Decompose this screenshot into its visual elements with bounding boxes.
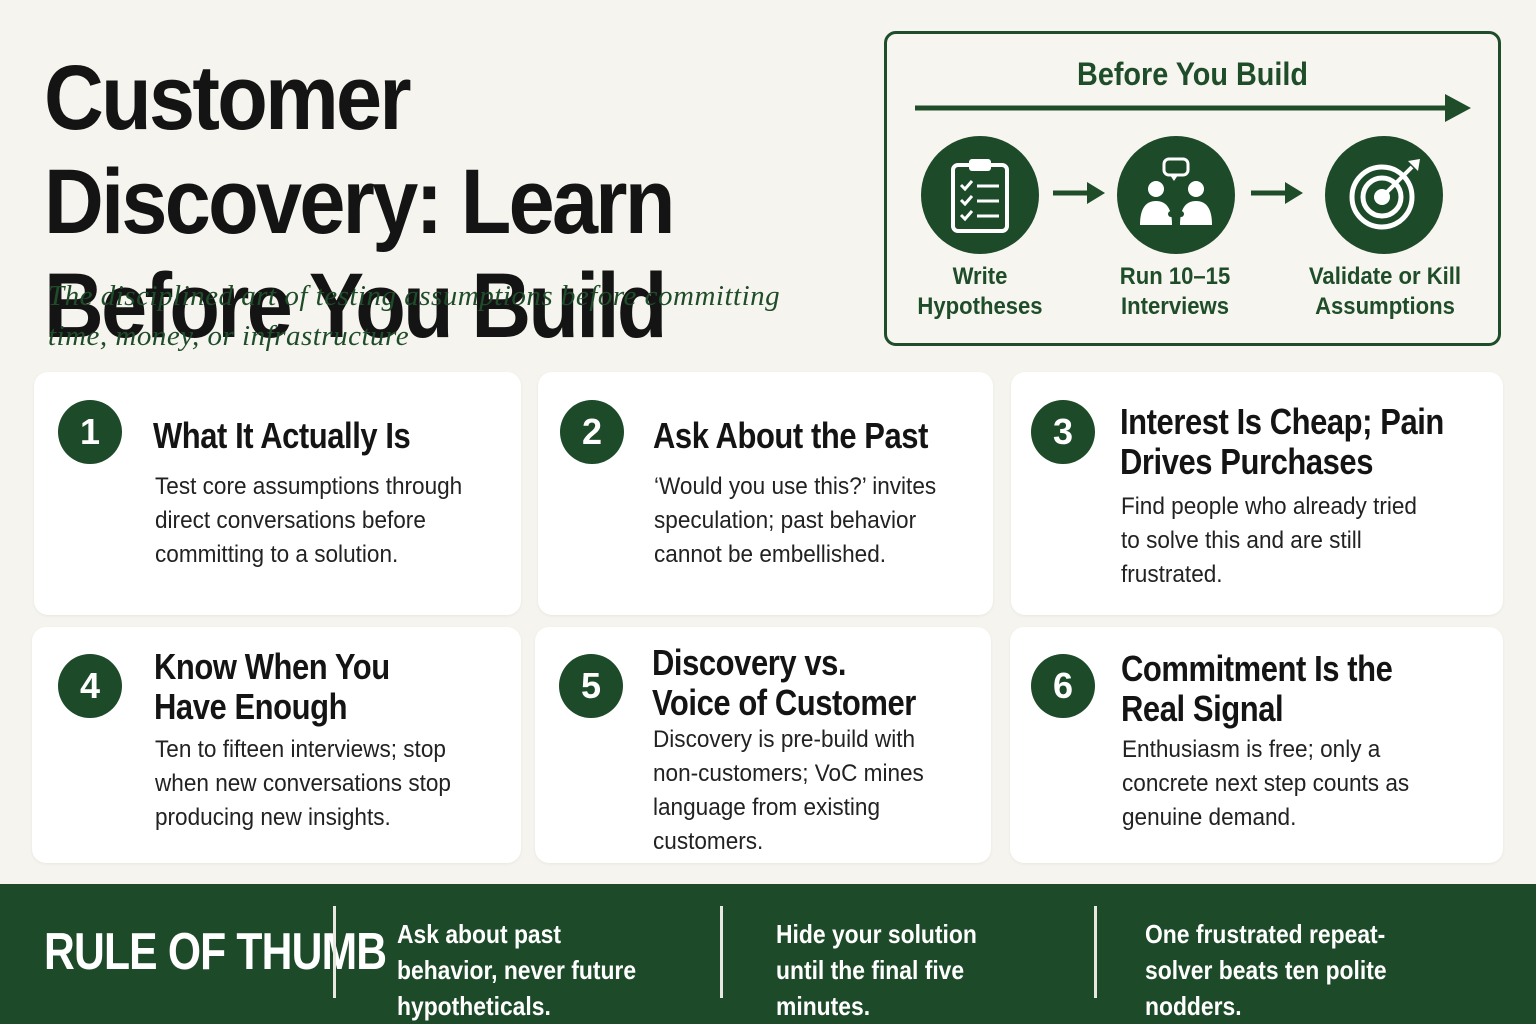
card-body: Test core assumptions through direct con… <box>155 473 463 568</box>
flow-step-label: Write Hypotheses <box>917 263 1043 320</box>
rule-tip: One frustrated repeat-solver beats ten p… <box>1145 919 1387 1021</box>
card-body: Ten to fifteen interviews; stop when new… <box>155 736 451 831</box>
process-flow-panel: Before You Build <box>884 31 1501 346</box>
target-arrow-icon <box>1325 136 1443 254</box>
people-conversation-icon <box>1117 136 1235 254</box>
divider <box>720 906 723 998</box>
card-number-badge: 2 <box>560 400 624 464</box>
rule-of-thumb-label: RULE OF THUMB <box>44 923 387 981</box>
divider <box>333 906 336 998</box>
card-body: ‘Would you use this?’ invites speculatio… <box>654 473 937 568</box>
card-number-badge: 4 <box>58 654 122 718</box>
info-card: 5 Discovery vs. Voice of Customer Discov… <box>535 627 991 863</box>
info-card: 2 Ask About the Past ‘Would you use this… <box>538 372 993 615</box>
page-title: Customer Discovery: Learn Before You Bui… <box>44 47 675 357</box>
card-title: Ask About the Past <box>653 415 928 456</box>
rule-tip: Ask about past behavior, never future hy… <box>397 919 637 1021</box>
info-card: 4 Know When You Have Enough Ten to fifte… <box>32 627 521 863</box>
info-card: 1 What It Actually Is Test core assumpti… <box>34 372 521 615</box>
rule-tip: Hide your solution until the final five … <box>776 919 977 1021</box>
rule-of-thumb-banner: RULE OF THUMB Ask about past behavior, n… <box>0 884 1536 1024</box>
card-number-badge: 6 <box>1031 654 1095 718</box>
card-title: Discovery vs. Voice of Customer <box>652 642 916 723</box>
card-number-badge: 3 <box>1031 400 1095 464</box>
flow-step-label: Run 10–15 Interviews <box>1119 263 1231 320</box>
card-title: What It Actually Is <box>153 415 411 456</box>
flow-title: Before You Build <box>1077 56 1308 92</box>
card-title: Commitment Is the Real Signal <box>1121 648 1393 729</box>
card-title: Know When You Have Enough <box>154 646 390 727</box>
card-body: Find people who already tried to solve t… <box>1121 493 1417 588</box>
card-number-badge: 5 <box>559 654 623 718</box>
flow-arrow-icon <box>1053 182 1105 204</box>
card-number-badge: 1 <box>58 400 122 464</box>
timeline-arrow-icon <box>915 94 1471 122</box>
card-body: Enthusiasm is free; only a concrete next… <box>1122 736 1410 831</box>
info-card: 6 Commitment Is the Real Signal Enthusia… <box>1010 627 1503 863</box>
info-card: 3 Interest Is Cheap; Pain Drives Purchas… <box>1011 372 1503 615</box>
card-title: Interest Is Cheap; Pain Drives Purchases <box>1120 401 1444 482</box>
page-subtitle: The disciplined art of testing assumptio… <box>48 280 781 352</box>
card-body: Discovery is pre-build with non-customer… <box>653 726 924 855</box>
clipboard-checklist-icon <box>921 136 1039 254</box>
flow-arrow-icon <box>1251 182 1303 204</box>
flow-step-label: Validate or Kill Assumptions <box>1308 263 1462 320</box>
divider <box>1094 906 1097 998</box>
